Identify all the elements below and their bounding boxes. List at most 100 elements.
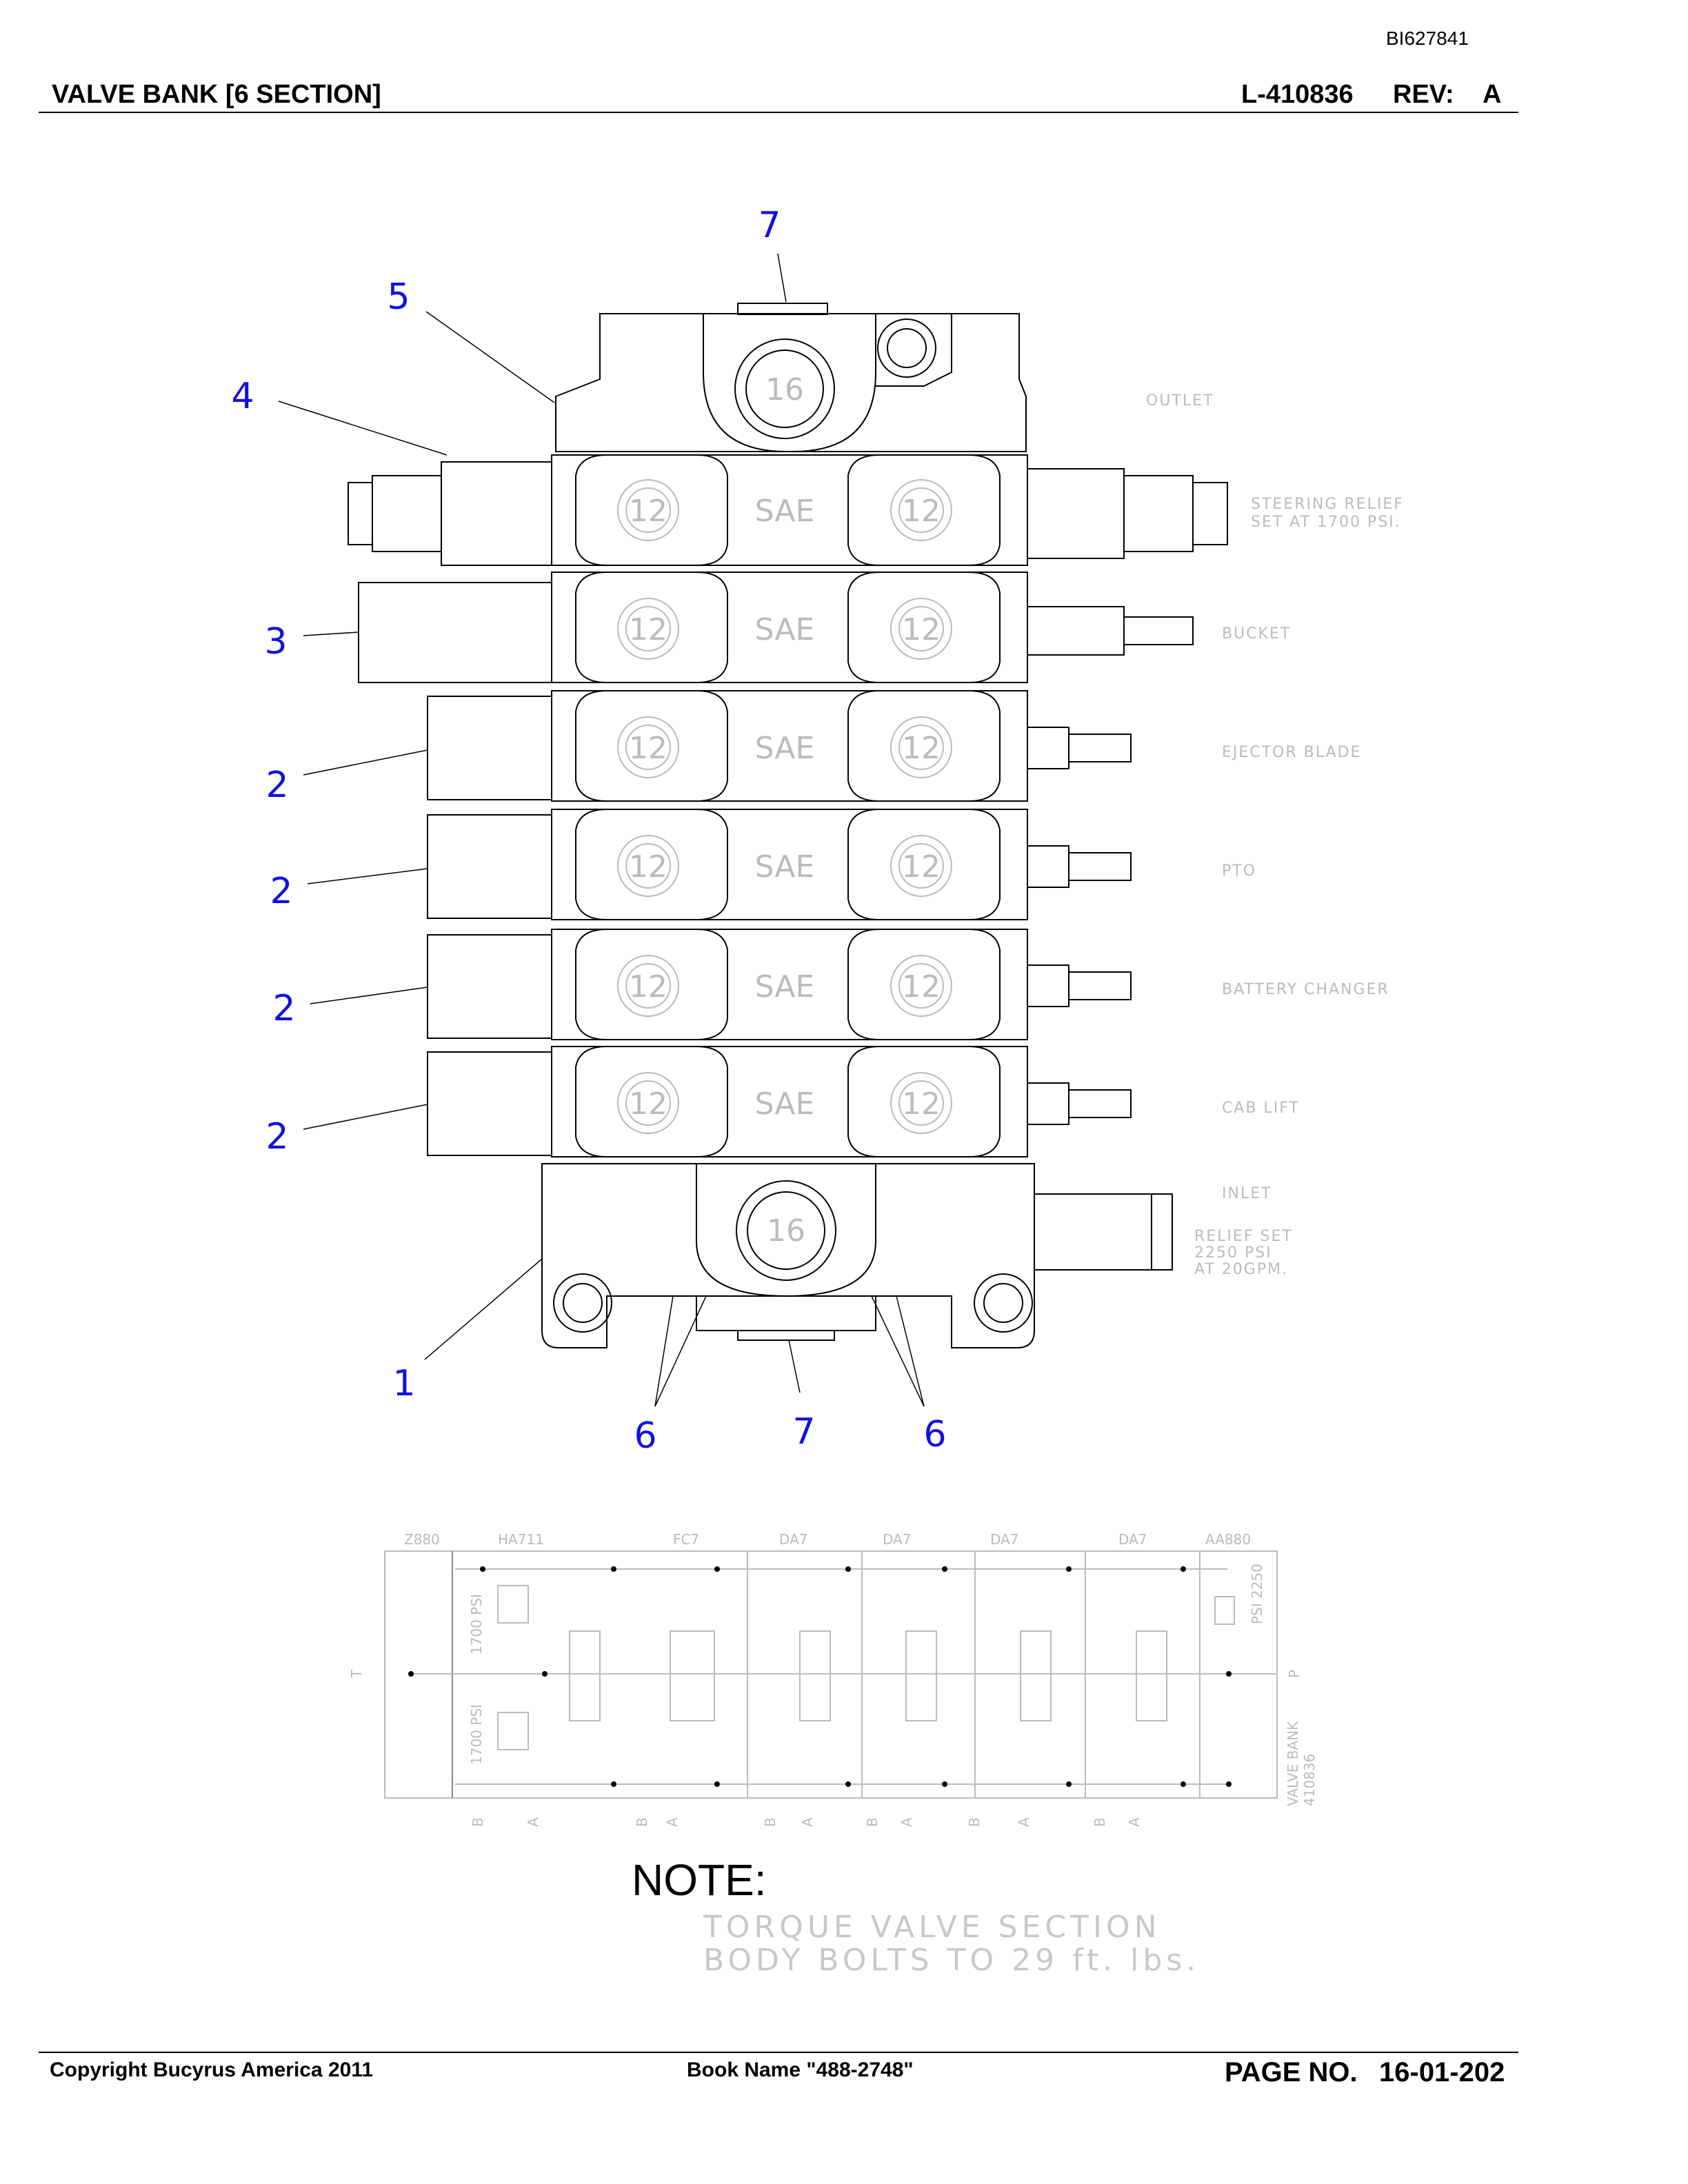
sae-label: SAE (755, 494, 815, 529)
callout-numbers: 7 5 4 3 2 2 2 2 1 6 7 6 (231, 205, 946, 1457)
outlet-port-number: 16 (765, 372, 804, 407)
inlet-port-number: 16 (767, 1213, 805, 1248)
port-p-label: P (1286, 1670, 1303, 1678)
schematic-junctions (408, 1566, 1232, 1787)
svg-text:B: B (864, 1817, 881, 1827)
svg-text:A: A (664, 1817, 681, 1827)
svg-text:A: A (799, 1817, 816, 1827)
port-number: 12 (629, 969, 667, 1004)
sae-label: SAE (755, 969, 815, 1004)
port-lozenges (575, 454, 1001, 1157)
svg-text:B: B (634, 1817, 650, 1827)
document-id: BI627841 (1386, 28, 1469, 49)
psi-label-upper: 1700 PSI (468, 1594, 485, 1655)
page-number-label: PAGE NO. (1225, 2057, 1358, 2087)
svg-text:B: B (1092, 1817, 1108, 1827)
relief-pressure: 2250 PSI (1194, 1244, 1272, 1262)
section-code: FC7 (673, 1531, 699, 1548)
section-code: DA7 (1118, 1531, 1147, 1548)
callout-1: 1 (392, 1363, 415, 1404)
port-number: 12 (902, 612, 941, 647)
callout-4: 4 (231, 376, 254, 417)
svg-text:A: A (1016, 1817, 1032, 1827)
header-divider (39, 112, 1518, 113)
psi-label-lower: 1700 PSI (468, 1704, 485, 1765)
port-number: 12 (629, 612, 667, 647)
callout-5: 5 (387, 276, 410, 318)
page-number: 16-01-202 (1379, 2057, 1505, 2087)
svg-text:A: A (898, 1817, 915, 1827)
sae-label: SAE (755, 731, 815, 766)
svg-text:B: B (966, 1817, 983, 1827)
note-heading: NOTE: (632, 1855, 767, 1905)
sae-label: SAE (755, 612, 815, 647)
port-labels: 16 16 12 SAE 12 12 SAE 12 12 SAE 12 12 S… (629, 372, 941, 1248)
battery-changer-label: BATTERY CHANGER (1222, 981, 1389, 998)
bank-number: 410836 (1301, 1754, 1318, 1806)
callout-2: 2 (265, 765, 288, 806)
section-code: HA711 (498, 1531, 544, 1548)
callout-7-top: 7 (758, 205, 781, 246)
callout-6-right: 6 (923, 1414, 946, 1455)
sae-label: SAE (755, 849, 815, 884)
note-line-2: BODY BOLTS TO 29 ft. lbs. (703, 1943, 1200, 1978)
callout-2: 2 (270, 871, 292, 912)
cab-lift-label: CAB LIFT (1222, 1100, 1300, 1117)
bucket-label: BUCKET (1222, 625, 1291, 643)
ejector-blade-label: EJECTOR BLADE (1222, 744, 1361, 761)
outlet-label: OUTLET (1146, 392, 1214, 410)
callout-6-left: 6 (634, 1415, 656, 1457)
left-spool-caps (348, 461, 552, 1156)
port-circles (617, 479, 952, 1134)
section-code: AA880 (1205, 1531, 1251, 1548)
function-labels: OUTLET STEERING RELIEF SET AT 1700 PSI. … (1146, 392, 1404, 1278)
inlet-label: INLET (1222, 1185, 1272, 1202)
svg-text:B: B (762, 1817, 778, 1827)
svg-text:A: A (525, 1817, 541, 1827)
port-number: 12 (902, 494, 941, 529)
revision-label: REV: (1393, 80, 1454, 109)
port-number: 12 (902, 731, 941, 766)
footer-divider (39, 2052, 1518, 2053)
port-number: 12 (629, 494, 667, 529)
bank-label: VALVE BANK (1285, 1721, 1301, 1806)
drawing-number: L-410836 (1241, 80, 1354, 109)
relief-psi-label: PSI 2250 (1249, 1564, 1265, 1624)
port-number: 12 (902, 969, 941, 1004)
port-number: 12 (629, 731, 667, 766)
port-number: 12 (902, 849, 941, 884)
sae-label: SAE (755, 1086, 815, 1122)
section-code: DA7 (990, 1531, 1018, 1548)
port-t-label: T (348, 1669, 365, 1679)
steering-relief-label: STEERING RELIEF (1251, 496, 1404, 513)
page-title: VALVE BANK [6 SECTION] (52, 80, 381, 109)
callout-7-bottom: 7 (792, 1411, 815, 1453)
revision-value: A (1483, 80, 1502, 109)
valve-outline (348, 303, 1228, 1348)
valve-bank-drawing: 16 16 12 SAE 12 12 SAE 12 12 SAE 12 12 S… (231, 205, 1404, 1457)
note-line-1: TORQUE VALVE SECTION (703, 1910, 1161, 1945)
relief-label: RELIEF SET (1194, 1228, 1293, 1245)
callout-3: 3 (264, 621, 287, 663)
svg-text:B: B (470, 1817, 486, 1827)
schematic-lines (384, 1550, 1278, 1799)
hydraulic-schematic: Z880 HA711 FC7 DA7 DA7 DA7 DA7 AA880 T P… (348, 1531, 1318, 1827)
copyright: Copyright Bucyrus America 2011 (50, 2059, 374, 2081)
schematic-text: Z880 HA711 FC7 DA7 DA7 DA7 DA7 AA880 T P… (348, 1531, 1318, 1827)
section-code: DA7 (779, 1531, 807, 1548)
callout-2: 2 (265, 1116, 288, 1157)
svg-text:A: A (1126, 1817, 1143, 1827)
port-number: 12 (629, 1086, 667, 1122)
section-code: DA7 (883, 1531, 911, 1548)
port-number: 12 (629, 849, 667, 884)
right-spool-ends (1027, 468, 1228, 1125)
section-code: Z880 (404, 1531, 440, 1548)
work-sections (551, 454, 1028, 1157)
pto-label: PTO (1222, 862, 1256, 880)
callout-2: 2 (272, 988, 295, 1029)
steering-relief-setting: SET AT 1700 PSI. (1251, 514, 1401, 531)
book-name: Book Name "488-2748" (687, 2059, 914, 2081)
leader-lines (278, 253, 925, 1407)
port-number: 12 (902, 1086, 941, 1122)
relief-flow: AT 20GPM. (1194, 1261, 1288, 1278)
